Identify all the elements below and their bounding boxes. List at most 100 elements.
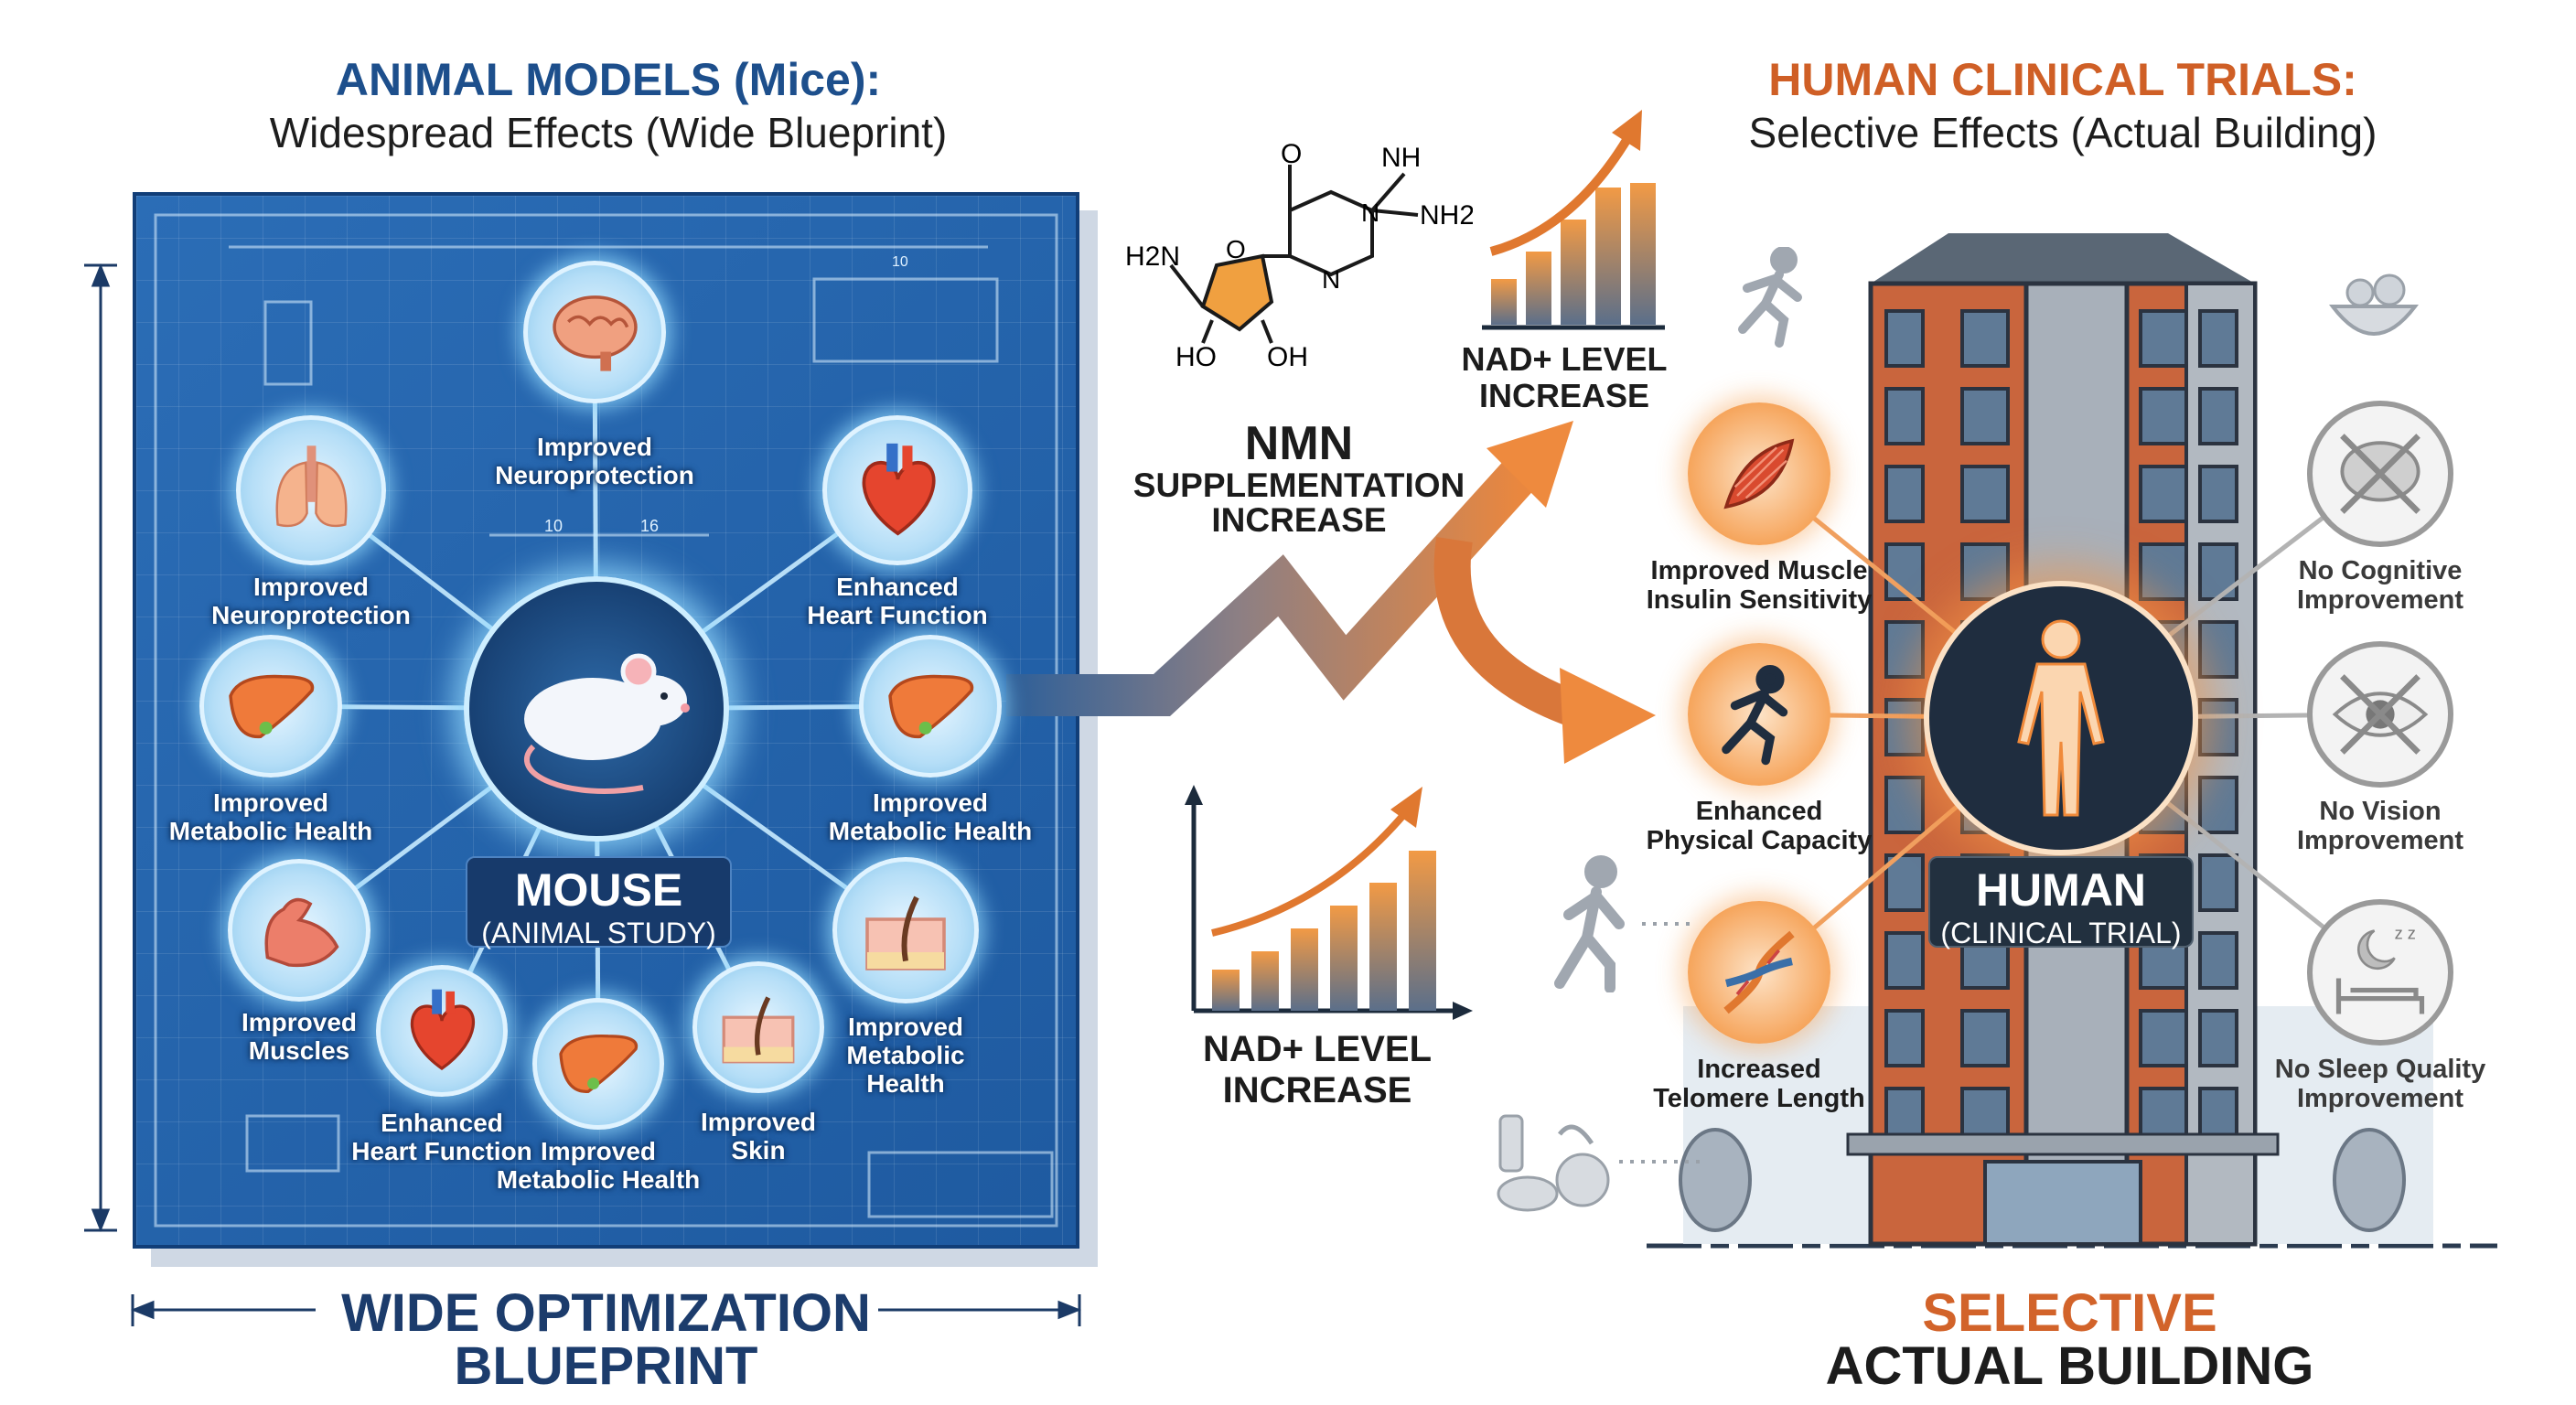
bar — [1491, 279, 1517, 325]
lungs-icon — [275, 445, 347, 527]
atom-o: O — [1281, 139, 1302, 169]
building-window — [2198, 620, 2238, 679]
human-subtitle: (CLINICAL TRIAL) — [1940, 917, 2182, 949]
dimension-label: 10 — [544, 517, 564, 535]
building-window — [1884, 1009, 1925, 1067]
heart-icon — [862, 443, 936, 535]
bar — [1595, 188, 1621, 325]
effect-circle — [859, 635, 1002, 778]
building-window — [2139, 1009, 2188, 1067]
building-window — [1884, 853, 1925, 912]
top-nad-chart — [1482, 110, 1665, 330]
walking-person-icon — [1554, 855, 1625, 992]
null-effect-circle: z z — [2307, 899, 2453, 1046]
nmn-line3: INCREASE — [1211, 501, 1387, 539]
crossed-brain-icon — [2340, 434, 2420, 514]
building-window — [2198, 776, 2238, 834]
liver-icon — [228, 674, 314, 738]
atom-nh: NH — [1381, 143, 1421, 173]
null-effect-circle — [2307, 401, 2453, 547]
atom-n: N — [1361, 198, 1379, 227]
mouse-icon — [524, 653, 690, 794]
liver-icon — [887, 674, 973, 738]
left-footer-line2: BLUEPRINT — [454, 1336, 758, 1396]
trend-arrow — [1489, 134, 1633, 256]
crossed-eye-icon — [2332, 674, 2429, 755]
right-subtitle: Selective Effects (Actual Building) — [1748, 109, 2377, 156]
mouse-label-box: MOUSE (ANIMAL STUDY) — [466, 856, 732, 949]
human-body-icon — [2017, 619, 2105, 817]
dimension-label: 16 — [640, 517, 660, 535]
building-window — [2198, 387, 2238, 445]
right-title: HUMAN CLINICAL TRIALS: — [1768, 54, 2357, 105]
positive-effect-circle — [1688, 901, 1830, 1044]
vegetables-icon — [1497, 1114, 1610, 1212]
building-window — [1960, 387, 2010, 445]
left-title: ANIMAL MODELS (Mice): — [335, 54, 882, 105]
mouse-center-circle — [464, 576, 729, 842]
effect-circle — [832, 857, 979, 1003]
runner-outline-icon — [1738, 247, 1802, 348]
building-window — [1884, 387, 1925, 445]
human-title: HUMAN — [1975, 864, 2147, 916]
bar — [1369, 883, 1397, 1011]
building-window — [2198, 465, 2238, 523]
right-footer-line2: ACTUAL BUILDING — [1825, 1336, 2314, 1396]
brain-icon — [552, 295, 638, 371]
bar — [1212, 970, 1240, 1011]
building-window — [2198, 931, 2238, 990]
building-window — [1884, 465, 1925, 523]
atom-nh2: NH2 — [1420, 200, 1473, 231]
human-label-box: HUMAN (CLINICAL TRIAL) — [1928, 856, 2194, 949]
bar — [1330, 906, 1358, 1011]
building-window — [2198, 309, 2238, 368]
dimension-label: 10 — [892, 254, 908, 270]
top-chart-label1: NAD+ LEVEL — [1461, 340, 1668, 378]
runner-icon — [1722, 665, 1788, 766]
effect-circle — [822, 415, 972, 565]
building-window — [1960, 309, 2010, 368]
building-window — [1960, 542, 2010, 601]
healthy-food-bowl-icon — [2328, 273, 2420, 336]
sleep-bed-icon: z z — [2335, 925, 2425, 1014]
bottom-chart-label2: INCREASE — [1222, 1070, 1412, 1110]
building-window — [2198, 1009, 2238, 1067]
mouse-subtitle: (ANIMAL STUDY) — [481, 917, 716, 949]
positive-effect-circle — [1688, 402, 1830, 545]
effect-circle — [236, 415, 386, 565]
building-window — [2139, 387, 2188, 445]
svg-text:z z: z z — [2395, 925, 2416, 943]
left-subtitle: Widespread Effects (Wide Blueprint) — [269, 109, 948, 156]
positive-effect-circle — [1688, 643, 1830, 786]
bar — [1251, 951, 1279, 1011]
effect-circle — [532, 998, 664, 1130]
top-chart-label2: INCREASE — [1478, 377, 1650, 414]
liver-icon — [559, 1034, 639, 1093]
atom-h2n: H2N — [1125, 241, 1180, 272]
human-center-circle — [1924, 581, 2198, 855]
building-window — [2198, 698, 2238, 756]
bar — [1291, 928, 1318, 1011]
bar — [1561, 220, 1586, 325]
skin-icon — [865, 896, 946, 971]
nmn-line2: SUPPLEMENTATION — [1132, 467, 1465, 504]
building-window — [1884, 931, 1925, 990]
muscle-fiber-icon — [1723, 438, 1795, 509]
atom-n: N — [1322, 265, 1340, 294]
building-window — [1960, 465, 2010, 523]
building-window — [1884, 776, 1925, 834]
